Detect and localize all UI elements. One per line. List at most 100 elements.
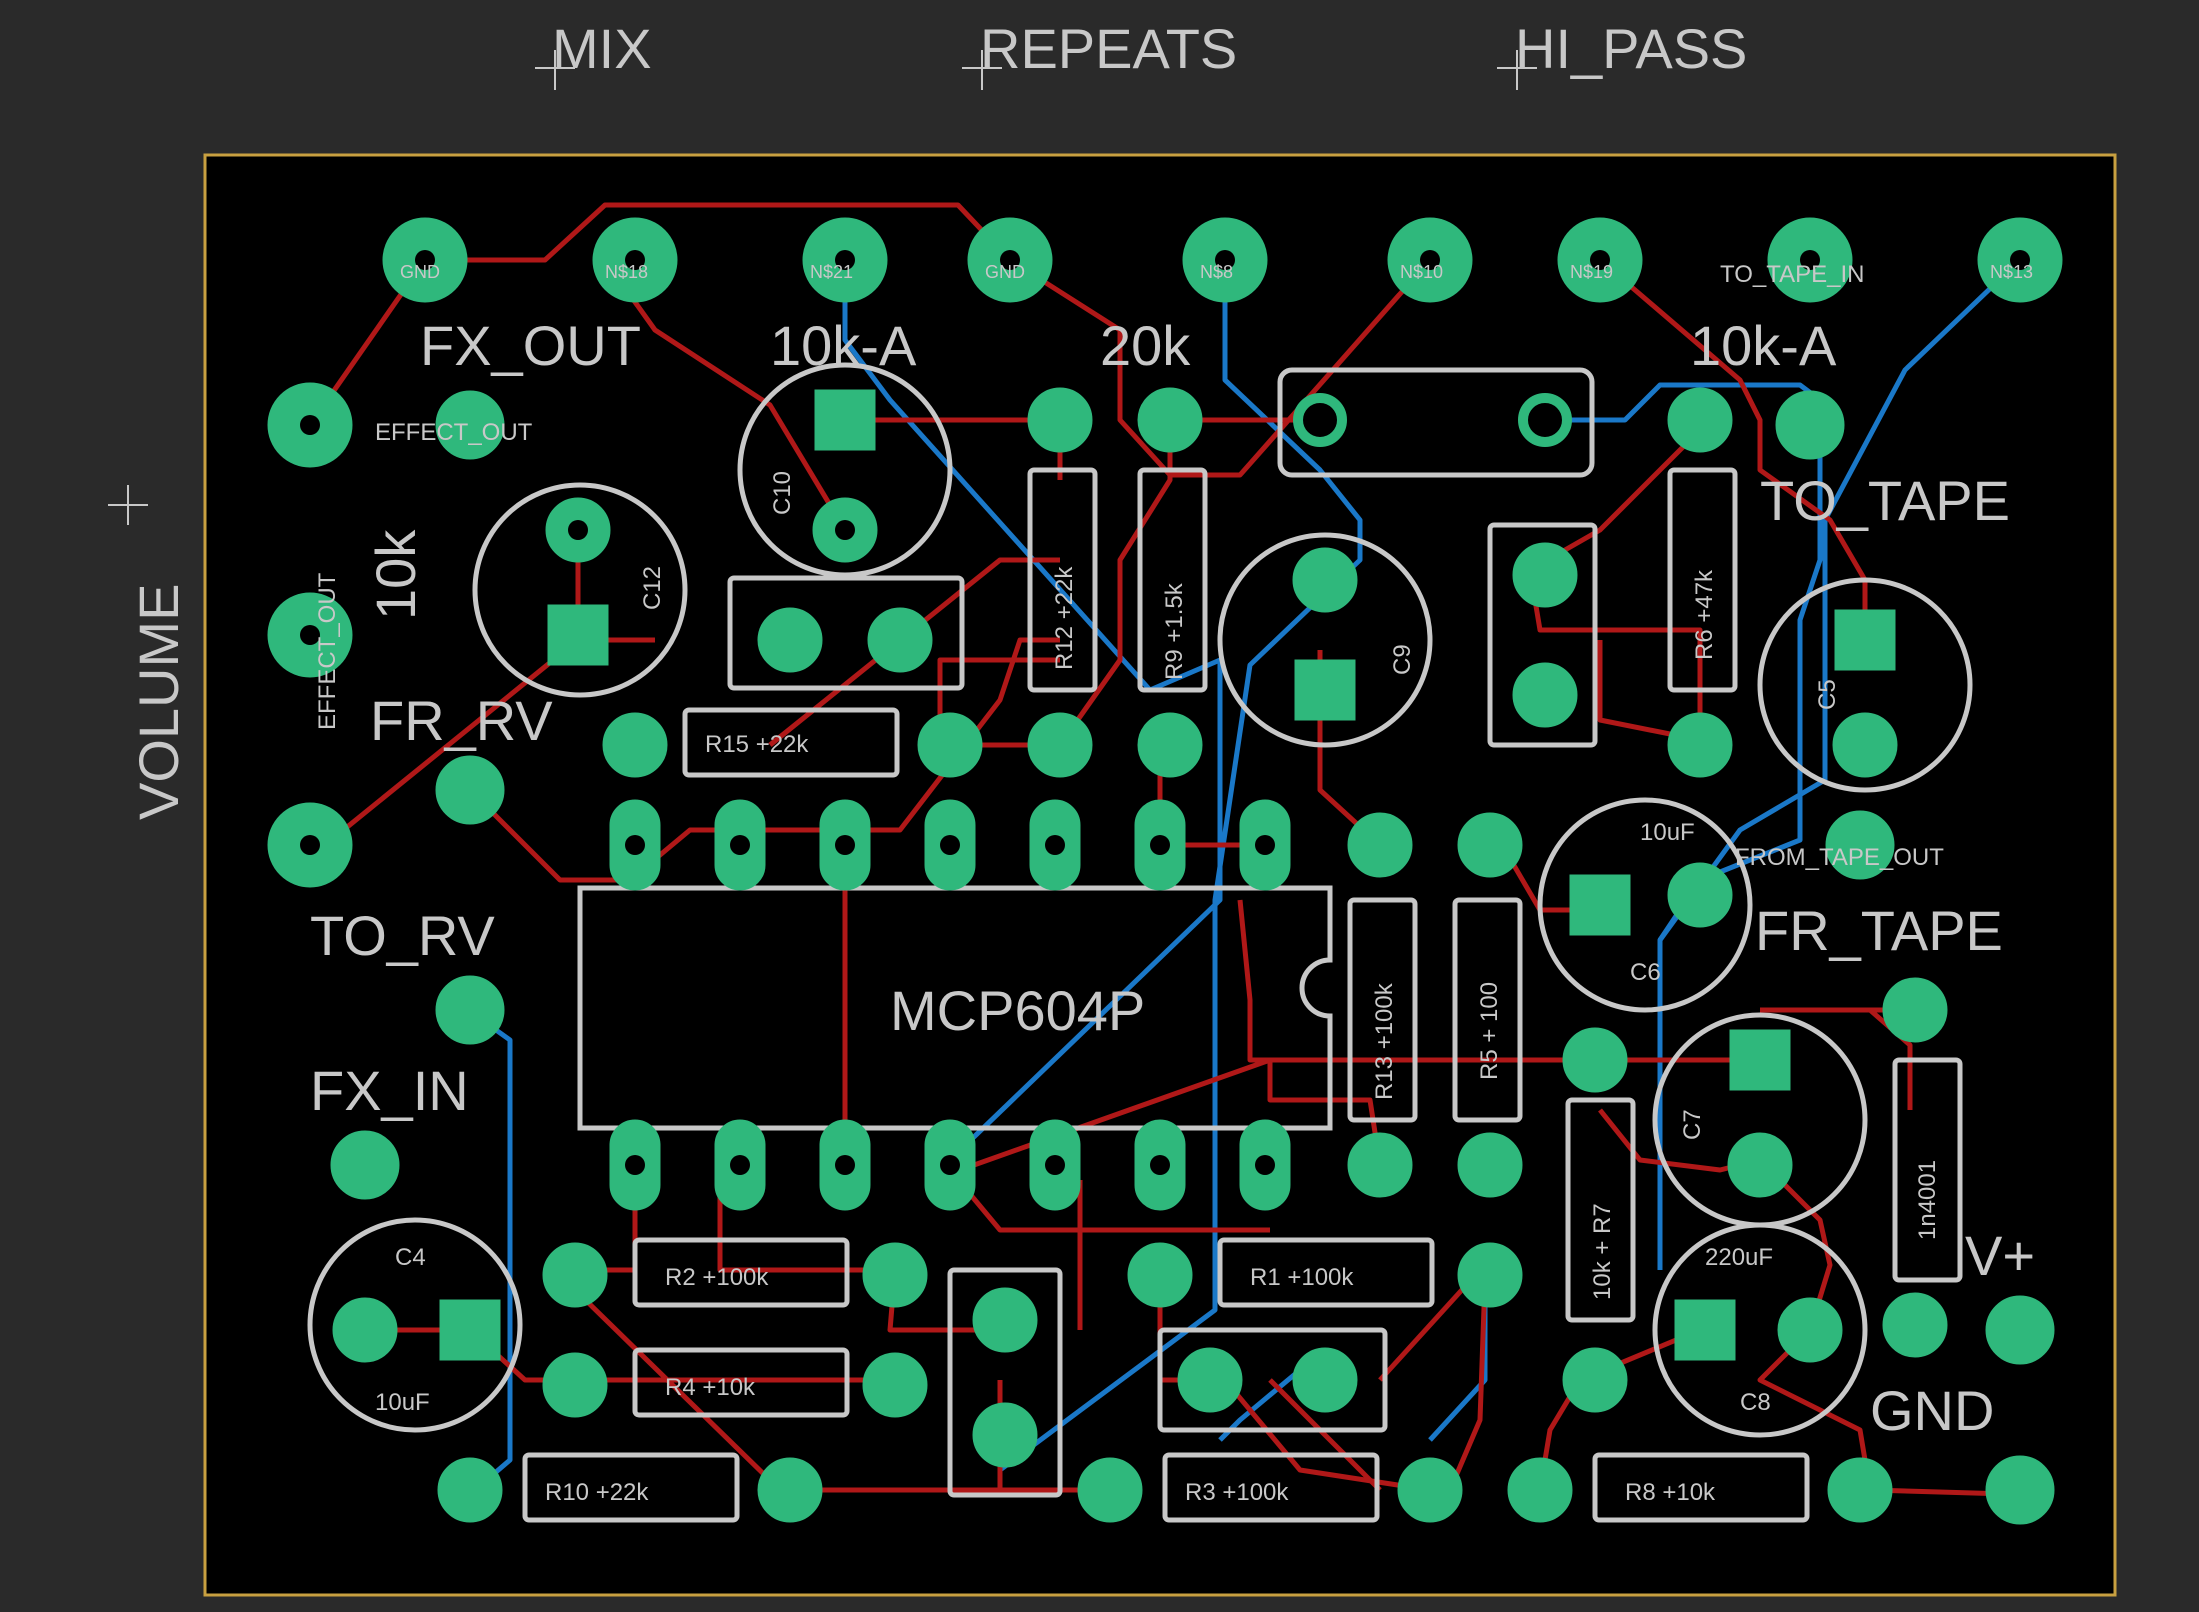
- label-c12: C12: [639, 566, 666, 610]
- pad: [1457, 1242, 1523, 1308]
- pad: [435, 755, 505, 825]
- pad: [1569, 874, 1631, 936]
- origin-crosses: [108, 50, 1537, 525]
- label-to-rv: TO_RV: [310, 904, 495, 967]
- label-effect-out-v: EFFECT_OUT: [314, 572, 341, 730]
- pad: [867, 607, 933, 673]
- pad: [1347, 1132, 1413, 1198]
- label-r13: R13 +100k: [1371, 982, 1398, 1100]
- pad: [1667, 387, 1733, 453]
- label-mix: MIX: [552, 17, 652, 80]
- label-ic: MCP604P: [890, 979, 1145, 1042]
- net-label: N$8: [1200, 262, 1233, 282]
- pad: [1825, 810, 1895, 880]
- pad: [435, 975, 505, 1045]
- pad: [1127, 1242, 1193, 1308]
- pad: [1292, 1347, 1358, 1413]
- label-hi-pass: HI_PASS: [1515, 17, 1747, 80]
- pad: [757, 1457, 823, 1523]
- pad: [862, 1352, 928, 1418]
- pad: [1667, 862, 1733, 928]
- pad: [1512, 542, 1578, 608]
- pad: [1832, 712, 1898, 778]
- pad: [1027, 712, 1093, 778]
- silkscreen: [307, 362, 1973, 1523]
- pad-holes: [300, 250, 2030, 1175]
- net-labels: GND N$18 N$21 GND N$8 N$10 N$19 N$13: [400, 262, 2033, 282]
- label-v-plus: V+: [1965, 1224, 2035, 1287]
- pad: [1518, 393, 1572, 447]
- label-from-tape-out: FROM_TAPE_OUT: [1735, 844, 1944, 871]
- label-c8: C8: [1740, 1389, 1771, 1416]
- label-fx-out: FX_OUT: [420, 314, 641, 377]
- label-r5: R5 + 100: [1476, 982, 1503, 1080]
- pad: [435, 390, 505, 460]
- label-pot-10k-a-2: 10k-A: [1690, 314, 1837, 377]
- pad: [1667, 712, 1733, 778]
- pad: [862, 1242, 928, 1308]
- pad: [1177, 1347, 1243, 1413]
- pad: [1727, 1132, 1793, 1198]
- pad: [1674, 1299, 1736, 1361]
- net-label: N$19: [1570, 262, 1613, 282]
- pad: [1137, 712, 1203, 778]
- pad: [1077, 1457, 1143, 1523]
- pad: [602, 712, 668, 778]
- label-pot-10k: 10k: [364, 529, 427, 620]
- label-c9: C9: [1389, 644, 1416, 675]
- label-cap-10uf-a: 10uF: [1640, 819, 1695, 846]
- pad: [542, 1352, 608, 1418]
- net-label: GND: [985, 262, 1025, 282]
- label-gnd: GND: [1870, 1379, 1994, 1442]
- pad: [1027, 387, 1093, 453]
- label-fr-tape: FR_TAPE: [1755, 899, 2003, 962]
- label-pot-20k: 20k: [1100, 314, 1191, 377]
- label-r7: 10k + R7: [1589, 1203, 1616, 1300]
- pad: [1882, 1292, 1948, 1358]
- label-r2: R2 +100k: [665, 1264, 769, 1291]
- pad: [1397, 1457, 1463, 1523]
- pad: [1562, 1027, 1628, 1093]
- pad: [1457, 1132, 1523, 1198]
- net-label: GND: [400, 262, 440, 282]
- pad: [972, 1287, 1038, 1353]
- label-c10: C10: [769, 471, 796, 515]
- label-cap-220uf: 220uF: [1705, 1244, 1773, 1271]
- pad: [1507, 1457, 1573, 1523]
- pad: [542, 1242, 608, 1308]
- label-effect-out: EFFECT_OUT: [375, 419, 533, 446]
- pad: [757, 607, 823, 673]
- label-r8: R8 +10k: [1625, 1479, 1716, 1506]
- label-c6: C6: [1630, 959, 1661, 986]
- pad: [917, 712, 983, 778]
- pad: [437, 1457, 503, 1523]
- pad: [1137, 387, 1203, 453]
- label-r10: R10 +22k: [545, 1479, 649, 1506]
- net-label: N$13: [1990, 262, 2033, 282]
- net-label: N$18: [605, 262, 648, 282]
- label-diode: 1n4001: [1914, 1160, 1941, 1240]
- pad: [1985, 1295, 2055, 1365]
- pad: [1985, 1455, 2055, 1525]
- pad: [1775, 390, 1845, 460]
- pad: [1729, 1029, 1791, 1091]
- label-c7: C7: [1679, 1109, 1706, 1140]
- label-r3: R3 +100k: [1185, 1479, 1289, 1506]
- label-cap-10uf-b: 10uF: [375, 1389, 430, 1416]
- pad: [332, 1297, 398, 1363]
- pad: [1293, 393, 1347, 447]
- pad: [1512, 662, 1578, 728]
- label-r4: R4 +10k: [665, 1374, 756, 1401]
- label-fr-rv: FR_RV: [370, 689, 553, 752]
- label-pot-10k-a-1: 10k-A: [770, 314, 917, 377]
- pad: [1294, 659, 1356, 721]
- net-label: N$10: [1400, 262, 1443, 282]
- pad: [814, 389, 876, 451]
- pad: [547, 604, 609, 666]
- label-c5: C5: [1814, 679, 1841, 710]
- label-r6: R6 +47k: [1691, 569, 1718, 660]
- label-volume: VOLUME: [127, 584, 190, 821]
- label-to-tape-in: TO_TAPE_IN: [1720, 261, 1865, 288]
- pad: [1562, 1347, 1628, 1413]
